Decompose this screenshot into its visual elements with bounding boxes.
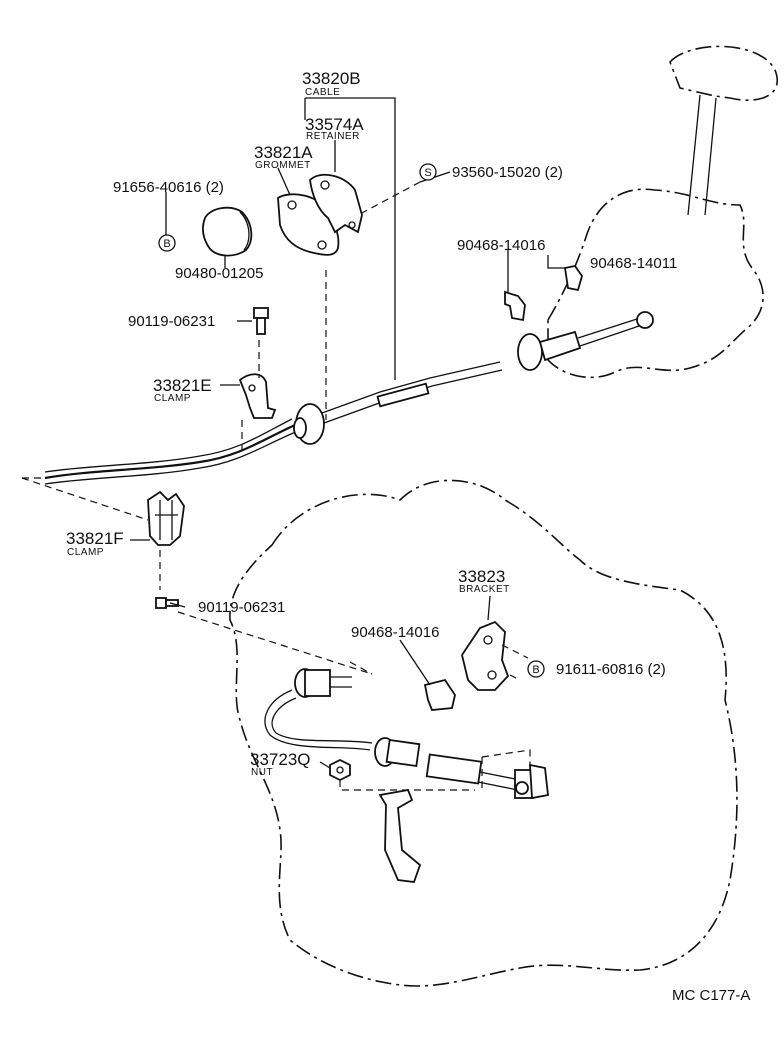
- label-clamp-f-desc: CLAMP: [67, 547, 104, 558]
- label-grommet-number: 33821A: [254, 143, 313, 162]
- figure-code: MC C177-A: [672, 987, 750, 1004]
- label-clamp-f-number: 33821F: [66, 529, 124, 548]
- label-grommet-desc: GROMMET: [255, 160, 311, 171]
- label-screw-number: 93560-15020 (2): [452, 164, 563, 181]
- label-clip-lower-number: 90468-14016: [351, 624, 439, 641]
- s-marker-icon: [419, 163, 437, 181]
- label-cable-number: 33820B: [302, 69, 361, 88]
- label-bracket-number: 33823: [458, 567, 505, 586]
- label-bolt-b-number: 91656-40616 (2): [113, 179, 224, 196]
- clip-upper-right: [563, 265, 583, 292]
- clip-upper-left: [504, 290, 526, 322]
- leader-lines: [21, 97, 565, 791]
- label-clip-11-number: 90468-14011: [590, 255, 677, 272]
- label-bolt-lower-number: 90119-06231: [198, 599, 285, 616]
- callout-labels: 33820B CABLE 33574A RETAINER 33821A GROM…: [66, 69, 750, 1004]
- label-retainer-desc: RETAINER: [306, 131, 360, 142]
- label-cap-number: 90480-01205: [175, 265, 263, 282]
- bolt-upper: [253, 307, 269, 335]
- label-retainer-number: 33574A: [305, 115, 364, 134]
- marker-s: S: [424, 167, 431, 179]
- marker-b-upper: B: [163, 238, 170, 250]
- b-marker-icon: [158, 234, 176, 252]
- clip-lower: [423, 678, 456, 711]
- cable-eye-end: [636, 311, 654, 329]
- shift-lever-housing: [547, 45, 778, 379]
- transaxle-housing: [229, 479, 738, 987]
- label-nut-number: 33723Q: [250, 750, 311, 769]
- label-cable-desc: CABLE: [305, 87, 340, 98]
- clamp-e-part: [238, 373, 277, 419]
- shift-cable: [44, 311, 654, 485]
- lower-cable: [264, 668, 549, 800]
- bolt-lower: [155, 597, 179, 609]
- label-bolt-upper-number: 90119-06231: [128, 313, 215, 330]
- label-clamp-e-number: 33821E: [153, 376, 212, 395]
- label-bracket-desc: BRACKET: [459, 584, 510, 595]
- shift-lever-arm: [378, 788, 422, 883]
- label-bolt-bracket-number: 91611-60816 (2): [556, 661, 666, 678]
- label-clip-16-number: 90468-14016: [457, 237, 545, 254]
- clamp-f-part: [147, 490, 185, 546]
- label-clamp-e-desc: CLAMP: [154, 393, 191, 404]
- b-marker-icon-lower: [527, 660, 545, 678]
- label-nut-desc: NUT: [251, 767, 273, 778]
- cap-plug: [202, 206, 253, 257]
- cable-end-fitting: [517, 333, 543, 371]
- marker-b-lower: B: [532, 664, 539, 676]
- bracket-part: [461, 620, 510, 691]
